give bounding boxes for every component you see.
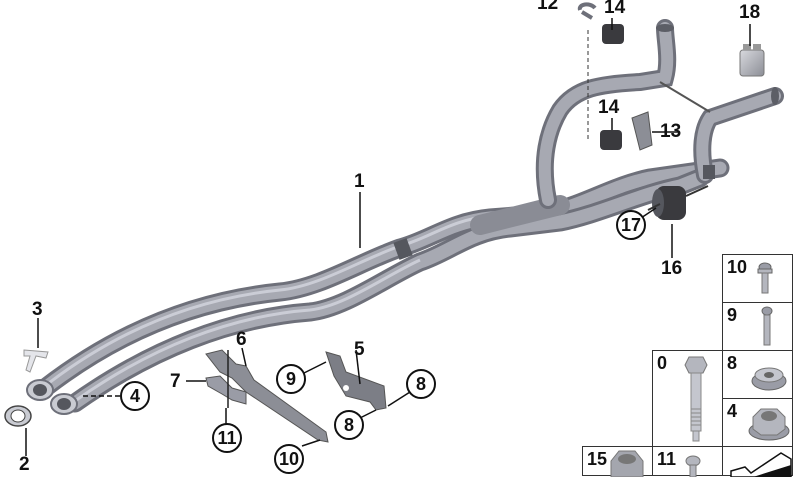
hardware-cell-8: 8 <box>722 350 793 399</box>
hardware-cell-9: 9 <box>722 302 793 351</box>
rubber-mount-14-lower <box>600 130 622 150</box>
hardware-num: 15 <box>587 449 608 469</box>
callout-14-lower: 14 <box>598 97 620 118</box>
bracket-part-13 <box>631 111 653 151</box>
callout-1: 1 <box>354 171 365 192</box>
hardware-cell-11: 11 <box>652 446 723 477</box>
hardware-cell-grease <box>722 446 793 477</box>
torx-bolt-icon <box>761 306 773 346</box>
hardware-cell-0: 0 <box>652 350 723 447</box>
callout-12: 12 <box>537 0 559 14</box>
callout-8-lower: 8 <box>334 410 364 440</box>
hardware-cell-4: 4 <box>722 398 793 447</box>
hardware-num: 10 <box>727 257 748 277</box>
callout-5: 5 <box>354 339 365 360</box>
hardware-num: 11 <box>657 449 677 469</box>
hardware-num: 4 <box>727 401 738 421</box>
callout-3: 3 <box>32 299 43 320</box>
bracket-part-5 <box>325 351 387 411</box>
gasket-part-2 <box>4 405 32 427</box>
callout-6: 6 <box>236 329 247 350</box>
callout-10: 10 <box>274 444 304 474</box>
main-pipe-assembly <box>26 19 784 415</box>
hex-nut-icon <box>748 408 790 441</box>
callout-4: 4 <box>120 381 150 411</box>
rubber-mount-14-upper <box>602 24 624 44</box>
callout-14-upper: 14 <box>604 0 626 18</box>
hardware-num: 0 <box>657 353 668 373</box>
callout-18: 18 <box>739 2 761 23</box>
callout-16: 16 <box>661 258 683 279</box>
callout-17: 17 <box>616 210 646 240</box>
hardware-cell-15: 15 <box>582 446 653 477</box>
rubber-mount-part-16 <box>647 185 709 220</box>
brackets-6-7 <box>205 349 329 443</box>
hardware-cell-10: 10 <box>722 254 793 303</box>
spacer-sleeve-icon <box>751 367 787 391</box>
callout-13: 13 <box>660 121 682 142</box>
nut-icon <box>610 450 644 477</box>
leader-lines <box>25 18 751 456</box>
callout-11: 11 <box>212 423 242 453</box>
screw-icon <box>685 455 701 477</box>
callout-9: 9 <box>276 364 306 394</box>
bracket-part-3 <box>23 349 49 373</box>
callout-8-right: 8 <box>406 369 436 399</box>
flange-bolt-icon <box>757 262 773 294</box>
hex-bolt-icon <box>684 356 708 442</box>
clamp-part-18 <box>739 44 765 77</box>
callout-7: 7 <box>170 371 181 392</box>
callout-2: 2 <box>19 454 30 475</box>
hanger-part-12 <box>577 2 597 20</box>
hardware-num: 8 <box>727 353 738 373</box>
hardware-num: 9 <box>727 305 738 325</box>
